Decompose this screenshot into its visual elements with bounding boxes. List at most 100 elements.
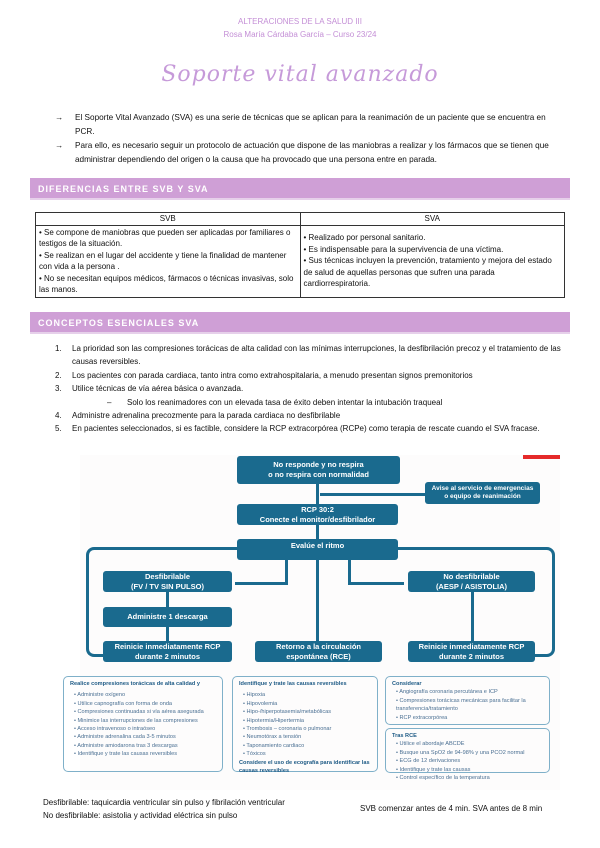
concepts-list: 1.La prioridad son las compresiones torá… — [55, 342, 570, 436]
intro-item: → El Soporte Vital Avanzado (SVA) es una … — [55, 111, 565, 139]
info-list-item: • Control específico de la temperatura — [392, 774, 543, 782]
box-nonshockable: No desfibrilable(AESP / ASISTOLIA) — [408, 571, 535, 592]
info-item-text: Acceso intravenoso o intraóseo — [77, 726, 156, 733]
red-tab-mark — [523, 455, 560, 459]
svb-point: • Se realizan en el lugar del accidente … — [39, 250, 287, 272]
box-text: No responde y no respira — [273, 460, 364, 469]
info-list-item: • Tóxicos — [239, 750, 371, 758]
info-box-after-rosc: Tras RCE • Utilice el abordaje ABCDE• Bu… — [385, 728, 550, 781]
info-title: Identifique y trate las causas reversibl… — [239, 681, 347, 687]
bullet-icon: • — [74, 700, 78, 707]
connector-line — [166, 592, 169, 607]
connector-line — [471, 592, 474, 641]
info-item-text: Identifique y trate las causas — [399, 766, 471, 773]
connector-line — [316, 525, 319, 539]
connector-line — [316, 484, 319, 504]
list-item: 4.Administre adrenalina precozmente para… — [55, 409, 570, 422]
connector-line — [316, 560, 319, 641]
info-list: • Hipoxia• Hipovolemia• Hipo-/hiperpotas… — [239, 691, 371, 758]
info-list-item: • Compresiones continuadas si vía aérea … — [70, 708, 216, 716]
bullet-icon: • — [396, 741, 400, 748]
box-text: No desfibrilable — [443, 571, 500, 581]
item-number: 4. — [55, 411, 62, 421]
info-list-item: • Acceso intravenoso o intraóseo — [70, 725, 216, 733]
connector-line — [100, 547, 237, 550]
info-item-text: Identifique y trate las causas reversibl… — [77, 751, 178, 758]
bullet-icon: • — [74, 726, 78, 733]
connector-line — [166, 627, 169, 641]
connector-line — [235, 582, 288, 585]
item-number: 1. — [55, 344, 62, 353]
box-text: espontánea (RCE) — [286, 651, 351, 661]
info-list-item: • Hipoxia — [239, 691, 371, 699]
sva-cell: • Realizado por personal sanitario. • Es… — [299, 224, 565, 298]
box-text: RCP 30:2 — [301, 504, 334, 514]
info-item-text: Hipo-/hiperpotasemia/metabólicas — [246, 709, 332, 716]
sub-item: –Solo los reanimadores con un elevada ta… — [55, 396, 570, 409]
box-text: o no respira con normalidad — [268, 470, 369, 479]
bullet-icon: • — [396, 689, 400, 696]
info-list-item: • Utilice el abordaje ABCDE — [392, 740, 543, 748]
info-list-item: • Administre oxígeno — [70, 691, 216, 699]
bullet-icon: • — [396, 714, 400, 721]
intro-text: El Soporte Vital Avanzado (SVA) es una s… — [75, 113, 546, 136]
info-list: • Angiografía coronaria percutánea e ICP… — [392, 688, 543, 722]
item-text: Utilice técnicas de vía aérea básica o a… — [72, 384, 244, 394]
box-shockable: Desfibrilable(FV / TV SIN PULSO) — [103, 571, 232, 592]
sva-point: • Sus técnicas incluyen la prevención, t… — [303, 256, 552, 289]
info-list-item: • Taponamiento cardiaco — [239, 742, 371, 750]
loop-line-right — [535, 547, 555, 657]
arrow-right-icon: → — [55, 113, 64, 122]
connector-line — [398, 547, 538, 550]
info-item-text: Hipoxia — [246, 692, 266, 699]
box-text: Retorno a la circulación — [275, 641, 362, 651]
svb-point: • Se compone de maniobras que pueden ser… — [39, 227, 291, 249]
info-list-item: • Neumotórax a tensión — [239, 733, 371, 741]
box-text: (AESP / ASISTOLIA) — [435, 581, 508, 591]
info-list-item: • Angiografía coronaria percutánea e ICP — [392, 688, 543, 696]
info-item-text: Hipotermia/Hipertermia — [246, 717, 305, 724]
connector-line — [320, 493, 425, 496]
list-item: 2.Los pacientes con parada cardiaca, tan… — [55, 369, 570, 382]
box-text: (FV / TV SIN PULSO) — [131, 581, 204, 591]
info-item-text: Compresiones torácicas mecánicas para fa… — [396, 697, 526, 713]
info-list-item: • Hipotermia/Hipertermia — [239, 717, 371, 725]
bullet-icon: • — [243, 734, 247, 741]
nonshockable-definition: No desfibrilable: asistolia y actividad … — [43, 811, 238, 820]
info-list: • Administre oxígeno• Utilice capnografí… — [70, 691, 216, 758]
bullet-icon: • — [396, 749, 400, 756]
info-item-text: Angiografía coronaria percutánea e ICP — [399, 689, 498, 696]
connector-line — [348, 582, 404, 585]
box-text: Avise al servicio de emergencias — [431, 485, 534, 492]
info-title: Realice compresiones torácicas de alta c… — [70, 681, 200, 687]
info-item-text: Administre oxígeno — [77, 692, 126, 699]
info-list-item: • Hipovolemia — [239, 700, 371, 708]
shockable-definition: Desfibrilable: taquicardia ventricular s… — [43, 798, 285, 807]
info-item-text: Utilice capnografía con forma de onda — [77, 700, 173, 707]
connector-line — [285, 560, 288, 583]
info-item-text: RCP extracorpórea — [399, 714, 448, 721]
bullet-icon: • — [396, 758, 400, 765]
info-item-text: Neumotórax a tensión — [246, 734, 302, 741]
intro-list: → El Soporte Vital Avanzado (SVA) es una … — [55, 111, 565, 167]
info-list: • Utilice el abordaje ABCDE• Busque una … — [392, 740, 543, 782]
bullet-icon: • — [243, 700, 247, 707]
info-list-item: • Hipo-/hiperpotasemia/metabólicas — [239, 708, 371, 716]
info-list-item: • Utilice capnografía con forma de onda — [70, 700, 216, 708]
info-title: Tras RCE — [392, 733, 417, 739]
column-header-sva: SVA — [299, 212, 565, 226]
info-list-item: • Identifique y trate las causas reversi… — [70, 750, 216, 758]
item-number: 3. — [55, 384, 62, 394]
list-item: 1.La prioridad son las compresiones torá… — [55, 342, 570, 369]
info-list-item: • Administre amiodarona tras 3 descargas — [70, 742, 216, 750]
info-list-item: • Busque una SpO2 de 94-98% y una PCO2 n… — [392, 749, 543, 757]
section-heading-differences: DIFERENCIAS ENTRE SVB Y SVA — [30, 178, 570, 200]
bullet-icon: • — [243, 709, 247, 716]
item-number: 5. — [55, 424, 62, 434]
box-text: durante 2 minutos — [134, 651, 200, 661]
